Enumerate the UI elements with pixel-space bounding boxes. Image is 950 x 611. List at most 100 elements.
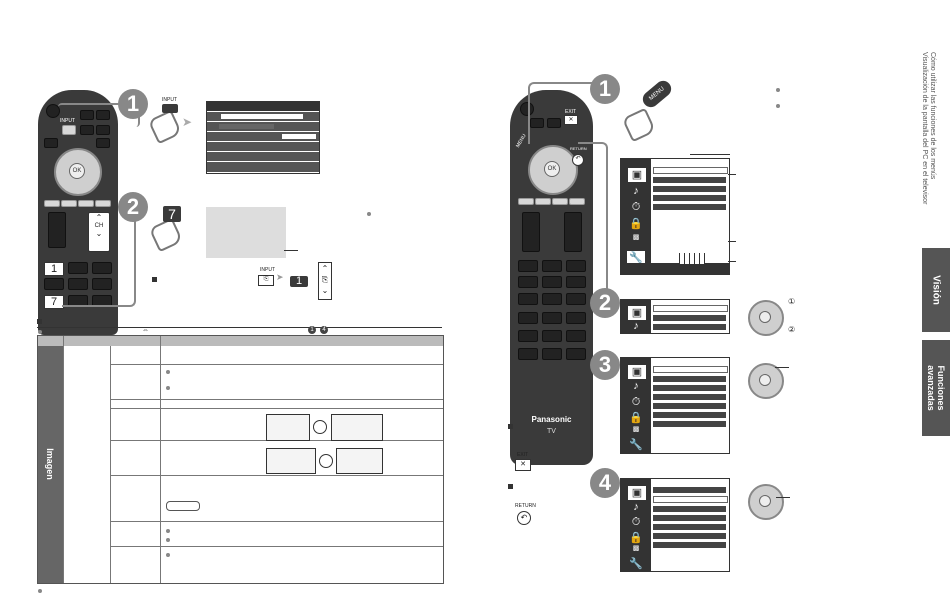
step2-ok-button[interactable] — [759, 311, 771, 323]
color-button-yellow[interactable] — [78, 200, 94, 207]
step3-ok-button[interactable] — [759, 374, 771, 386]
music-note-icon[interactable]: ♪ — [633, 380, 639, 392]
menu-step4-row-sel[interactable] — [653, 496, 728, 503]
remote-button-e[interactable] — [44, 138, 58, 148]
input-menu-row-1[interactable] — [207, 112, 319, 121]
menu-step4-row-6[interactable] — [653, 533, 726, 539]
lock-icon[interactable]: 🔒 — [629, 412, 643, 424]
music-note-icon[interactable]: ♪ — [633, 320, 639, 332]
right-btn-r1[interactable] — [518, 312, 538, 324]
menu-step2-row-3[interactable] — [653, 324, 726, 330]
main-menu-row-5[interactable] — [653, 204, 726, 210]
color-button-blue[interactable] — [95, 200, 111, 207]
menu-step3-row-7[interactable] — [653, 421, 726, 427]
right-color-yellow[interactable] — [552, 198, 568, 205]
wrench-icon[interactable]: 🔧 — [627, 251, 645, 265]
menu-step2-row-2[interactable] — [653, 315, 726, 321]
input-menu-row-2[interactable] — [207, 122, 319, 131]
num-4[interactable] — [44, 278, 64, 290]
input-menu-row-6[interactable] — [207, 162, 319, 172]
step1-input-key[interactable] — [162, 104, 178, 113]
right-ch-rocker[interactable] — [564, 212, 582, 252]
menu-step4-row-7[interactable] — [653, 542, 726, 548]
right-num-1[interactable] — [518, 260, 538, 272]
right-btn-s3[interactable] — [566, 330, 586, 342]
right-num-6[interactable] — [566, 276, 586, 288]
input-button[interactable] — [62, 125, 76, 135]
right-color-blue[interactable] — [569, 198, 585, 205]
main-menu-row-sel[interactable] — [653, 167, 728, 174]
menu-step3-row-6[interactable] — [653, 412, 726, 418]
step4-dpad[interactable] — [748, 484, 784, 520]
remote-button-f[interactable] — [96, 138, 110, 148]
picture-icon[interactable]: ▣ — [627, 485, 647, 501]
right-btn-t1[interactable] — [518, 348, 538, 360]
music-note-icon[interactable]: ♪ — [633, 501, 639, 513]
timer-icon[interactable]: ⏱ — [631, 516, 641, 528]
menu-step3-row-5[interactable] — [653, 403, 726, 409]
right-btn-r2[interactable] — [542, 312, 562, 324]
main-menu-row-2[interactable] — [653, 177, 726, 183]
cc-icon[interactable]: ▩ — [632, 545, 640, 552]
input-menu-row-4[interactable] — [207, 142, 319, 151]
remote-button-d[interactable] — [96, 125, 110, 135]
right-power-button[interactable] — [520, 102, 534, 116]
music-note-icon[interactable]: ♪ — [633, 185, 639, 197]
remote-button-a[interactable] — [80, 110, 94, 120]
num-2[interactable] — [68, 262, 88, 274]
sequence-input-key[interactable]: ⎘ — [258, 275, 274, 286]
step4-ok-button[interactable] — [759, 495, 771, 507]
remote-button-c[interactable] — [80, 125, 94, 135]
num-6[interactable] — [92, 278, 112, 290]
right-btn-t2[interactable] — [542, 348, 562, 360]
power-button[interactable] — [46, 104, 60, 118]
picture-icon[interactable]: ▣ — [627, 305, 647, 321]
tab-funciones-avanzadas[interactable]: Funciones avanzadas — [922, 340, 950, 436]
lock-icon[interactable]: 🔒 — [629, 532, 643, 544]
ch-rocker[interactable]: ⌃ CH ⌄ — [88, 212, 110, 252]
right-btn-t3[interactable] — [566, 348, 586, 360]
right-vol-rocker[interactable] — [522, 212, 540, 252]
right-num-7[interactable] — [518, 293, 538, 305]
right-num-2[interactable] — [542, 260, 562, 272]
color-button-green[interactable] — [61, 200, 77, 207]
num-5[interactable] — [68, 278, 88, 290]
timer-icon[interactable]: ⏱ — [631, 201, 641, 213]
left-remote-key-1[interactable]: 1 — [44, 262, 64, 276]
return-key[interactable]: ↶ — [517, 511, 531, 525]
menu-step3-row-sel[interactable] — [653, 366, 728, 373]
sequence-key-1[interactable]: 1 — [290, 276, 308, 287]
right-btn-s2[interactable] — [542, 330, 562, 342]
cc-icon[interactable]: ▩ — [632, 234, 640, 241]
wrench-icon[interactable]: 🔧 — [629, 439, 643, 451]
main-menu-row-3[interactable] — [653, 186, 726, 192]
wrench-icon[interactable]: 🔧 — [629, 558, 643, 570]
menu-step3-row-4[interactable] — [653, 394, 726, 400]
right-color-green[interactable] — [535, 198, 551, 205]
sequence-ch-key[interactable]: ⌃⎘⌄ — [318, 262, 332, 300]
right-color-red[interactable] — [518, 198, 534, 205]
right-btn-2[interactable] — [547, 118, 561, 128]
input-menu-row-3[interactable] — [207, 132, 319, 141]
step2-dpad[interactable] — [748, 300, 784, 336]
right-btn-s1[interactable] — [518, 330, 538, 342]
menu-step2-row-sel[interactable] — [653, 305, 728, 312]
right-num-5[interactable] — [542, 276, 562, 288]
right-num-9[interactable] — [566, 293, 586, 305]
menu-step3-row-3[interactable] — [653, 385, 726, 391]
vol-rocker[interactable] — [48, 212, 66, 248]
exit-key[interactable]: ✕ — [515, 459, 531, 471]
cc-icon[interactable]: ▩ — [632, 426, 640, 433]
right-num-8[interactable] — [542, 293, 562, 305]
menu-step4-row-3[interactable] — [653, 506, 726, 512]
right-return-key[interactable]: ↶ — [572, 154, 584, 166]
color-button-red[interactable] — [44, 200, 60, 207]
menu-step4-row-4[interactable] — [653, 515, 726, 521]
remote-button-b[interactable] — [96, 110, 110, 120]
tab-vision[interactable]: Visión — [922, 248, 950, 332]
picture-icon[interactable]: ▣ — [627, 364, 647, 380]
right-exit-key[interactable]: ✕ — [564, 115, 578, 125]
input-menu-row-5[interactable] — [207, 152, 319, 161]
left-remote-key-7[interactable]: 7 — [44, 295, 64, 309]
timer-icon[interactable]: ⏱ — [631, 396, 641, 408]
